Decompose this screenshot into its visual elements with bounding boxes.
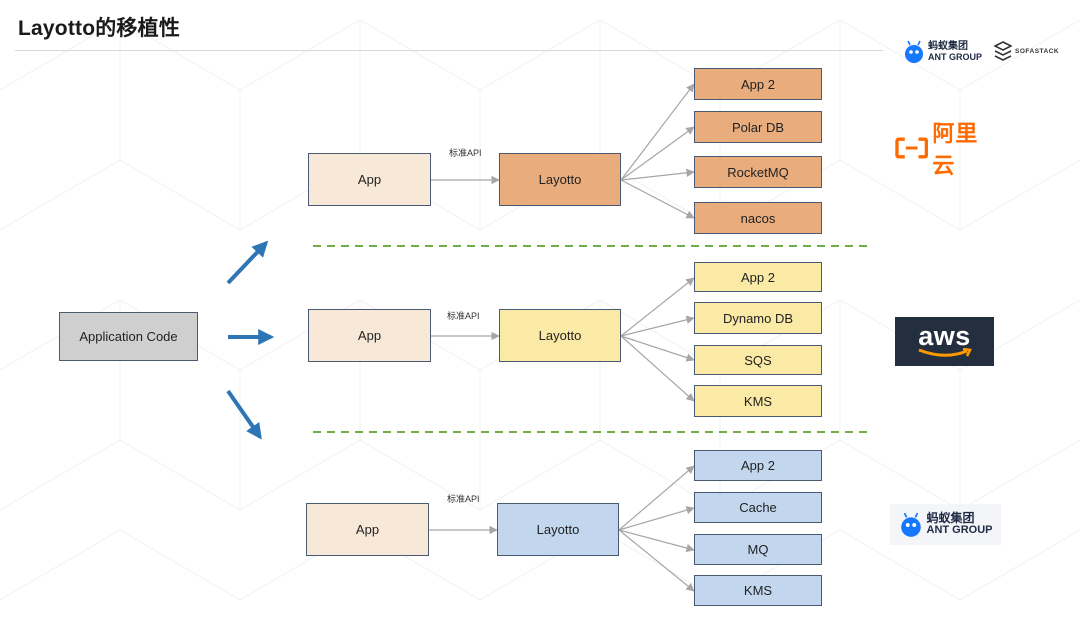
- service-2-4-label: KMS: [743, 393, 773, 409]
- service-box-3-3: MQ: [694, 534, 822, 565]
- service-box-1-1: App 2: [694, 68, 822, 100]
- aws-logo: aws: [895, 317, 994, 366]
- app-box-2: App: [308, 309, 431, 362]
- service-box-2-3: SQS: [694, 345, 822, 375]
- ant-icon: [905, 40, 923, 63]
- service-1-1-label: App 2: [741, 76, 775, 92]
- aliyun-logo: 阿里云: [895, 121, 1000, 178]
- aws-smile-icon: [917, 348, 972, 357]
- api-label-2: 标准API: [447, 311, 480, 321]
- layotto-box-2: Layotto: [499, 309, 621, 362]
- service-1-2-label: Polar DB: [731, 119, 785, 135]
- service-box-3-2: Cache: [694, 492, 822, 523]
- service-2-2-label: Dynamo DB: [722, 310, 794, 326]
- layotto-box-3-label: Layotto: [536, 522, 580, 537]
- service-3-3-label: MQ: [747, 542, 769, 557]
- service-box-2-2: Dynamo DB: [694, 302, 822, 334]
- service-1-3-label: RocketMQ: [727, 164, 789, 180]
- sofastack-logo: SOFASTACK: [994, 40, 1060, 62]
- service-box-1-2: Polar DB: [694, 111, 822, 143]
- page-title: Layotto的移植性: [18, 17, 181, 40]
- service-2-1-label: App 2: [741, 269, 775, 285]
- ant-group-icon: [900, 512, 921, 537]
- app-box-1-label: App: [357, 172, 382, 187]
- sofastack-text: SOFASTACK: [1015, 47, 1060, 55]
- api-label-3: 标准API: [447, 494, 480, 504]
- ant-group-logo-cn: 蚂蚁集团: [926, 511, 975, 526]
- service-2-3-label: SQS: [744, 352, 772, 368]
- aliyun-bracket-icon: [895, 137, 929, 159]
- layotto-box-1: Layotto: [499, 153, 621, 206]
- ant-group-en-text: ANT GROUP: [928, 51, 982, 62]
- sofastack-icon: [994, 41, 1012, 61]
- layotto-box-2-label: Layotto: [538, 328, 582, 343]
- service-box-1-4: nacos: [694, 202, 822, 234]
- service-1-4-label: nacos: [740, 210, 776, 226]
- application-code-box: Application Code: [59, 312, 198, 361]
- service-box-2-4: KMS: [694, 385, 822, 417]
- service-box-3-4: KMS: [694, 575, 822, 606]
- app-box-3-label: App: [355, 522, 380, 537]
- service-3-2-label: Cache: [739, 500, 777, 515]
- service-box-3-1: App 2: [694, 450, 822, 481]
- api-label-1: 标准API: [449, 148, 482, 158]
- layotto-box-3: Layotto: [497, 503, 619, 556]
- app-box-3: App: [306, 503, 429, 556]
- service-3-4-label: KMS: [743, 583, 773, 598]
- aliyun-text: 阿里云: [932, 121, 979, 178]
- ant-group-header-logo: 蚂蚁集团 ANT GROUP: [903, 38, 985, 66]
- service-box-2-1: App 2: [694, 262, 822, 292]
- application-code-label: Application Code: [79, 329, 178, 344]
- service-3-1-label: App 2: [741, 458, 775, 473]
- title-underline: [15, 50, 883, 51]
- ant-group-logo-en: ANT GROUP: [926, 524, 993, 537]
- app-box-1: App: [308, 153, 431, 206]
- ant-group-cn-text: 蚂蚁集团: [928, 41, 968, 53]
- aws-text: aws: [918, 321, 971, 351]
- ant-group-logo: 蚂蚁集团 ANT GROUP: [890, 504, 1001, 545]
- layotto-box-1-label: Layotto: [538, 172, 582, 187]
- service-box-1-3: RocketMQ: [694, 156, 822, 188]
- app-box-2-label: App: [357, 328, 382, 343]
